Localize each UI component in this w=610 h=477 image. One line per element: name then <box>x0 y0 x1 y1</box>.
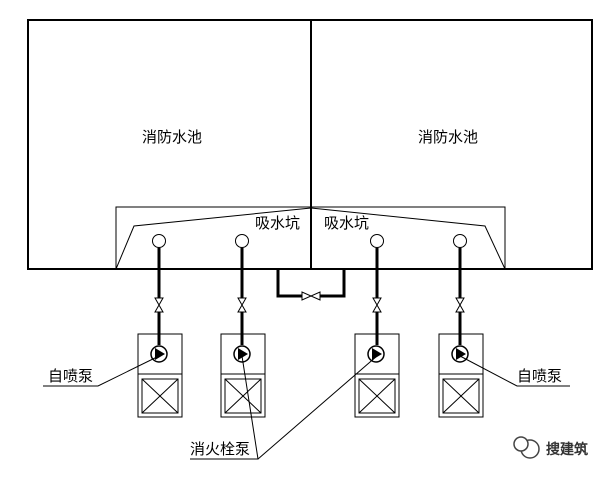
suction-pipes <box>157 248 462 345</box>
suction-inlet <box>152 234 166 248</box>
suction-inlets <box>152 234 467 248</box>
sump-label-right: 吸水坑 <box>324 214 369 232</box>
gate-valve-icon <box>372 297 382 313</box>
pump-unit <box>220 333 266 418</box>
gate-valve-icon <box>237 297 247 313</box>
pump-unit <box>438 333 484 418</box>
sprinkler-pump-label-left: 自喷泵 <box>48 367 93 385</box>
sump-bottom-right <box>310 207 506 270</box>
suction-inlet <box>370 234 384 248</box>
pool-label-right: 消防水池 <box>418 128 478 146</box>
pool-connection-pipe <box>276 269 346 301</box>
watermark-text: 搜建筑 <box>546 441 588 458</box>
gate-valve-icon <box>154 297 164 313</box>
suction-inlet <box>235 234 249 248</box>
fire-pool-right <box>310 19 593 270</box>
pool-label-left: 消防水池 <box>142 128 202 146</box>
pump-unit <box>354 333 400 418</box>
leader-line-hydrant-2 <box>257 355 378 460</box>
suction-valves <box>154 297 465 313</box>
leader-lines <box>43 355 570 460</box>
gate-valve-icon <box>301 291 321 301</box>
sprinkler-pump-label-right: 自喷泵 <box>517 367 562 385</box>
suction-inlet <box>453 234 467 248</box>
sump-outline <box>115 206 506 269</box>
gate-valve-icon <box>455 297 465 313</box>
watermark: 搜建筑 <box>513 436 588 459</box>
chat-bubble-icon <box>513 436 529 452</box>
pump-unit <box>137 333 183 418</box>
sump-bottom-left <box>115 207 312 270</box>
pumps <box>137 333 484 418</box>
hydrant-pump-label: 消火栓泵 <box>190 440 250 458</box>
leader-line-sprinkler-left <box>43 355 160 387</box>
sump-label-left: 吸水坑 <box>255 214 300 232</box>
leader-line-sprinkler-right <box>459 355 570 387</box>
